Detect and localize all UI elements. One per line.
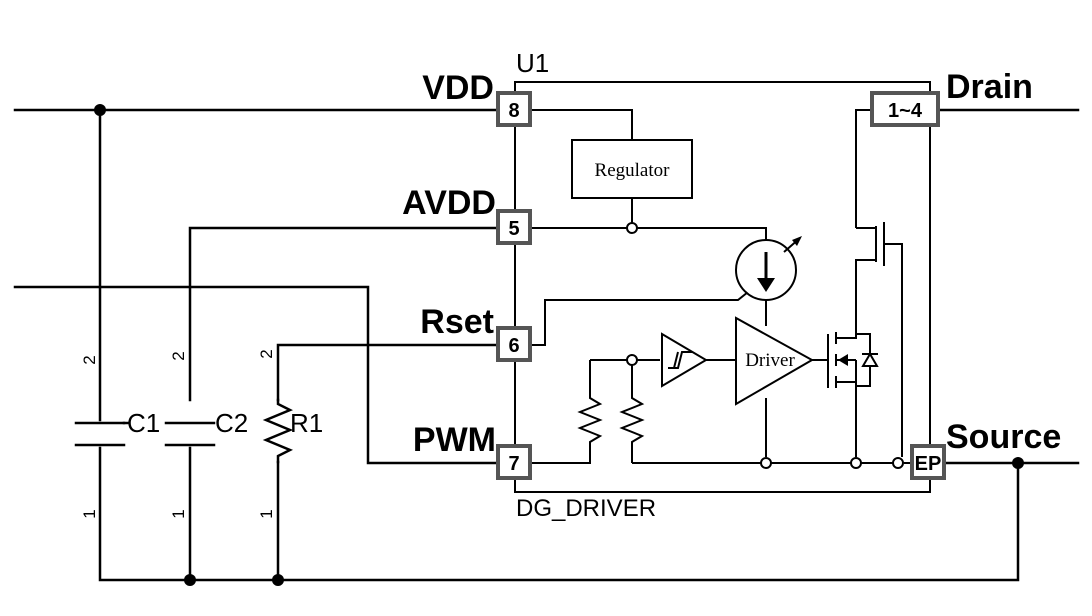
ic-part-label: DG_DRIVER	[516, 495, 656, 522]
pin-number: EP	[915, 453, 942, 475]
c1-pin-bottom: 1	[80, 509, 99, 518]
regulator-block: Regulator	[571, 139, 693, 199]
r1-pin-bottom: 1	[257, 509, 276, 518]
pin-number: 5	[508, 218, 519, 240]
c2-pin-bottom: 1	[169, 509, 188, 518]
net-label-rset: Rset	[420, 303, 494, 341]
c2-pin-top: 2	[169, 351, 188, 360]
ic-internal-wiring	[514, 109, 912, 464]
pin-number: 7	[508, 453, 519, 475]
pin-pwm: 7	[496, 444, 532, 480]
net-label-drain: Drain	[946, 68, 1033, 106]
net-label-vdd: VDD	[422, 69, 494, 107]
junction-dot	[94, 104, 106, 116]
driver-amplifier: Driver	[735, 316, 815, 406]
pin-rset: 6	[496, 326, 532, 362]
resistor-network	[577, 392, 645, 448]
junction-open-dot	[892, 457, 904, 469]
resistor-r1	[262, 398, 294, 464]
junction-dot	[272, 574, 284, 586]
r1-pin-top: 2	[257, 349, 276, 358]
net-label-pwm: PWM	[413, 421, 496, 459]
net-label-avdd: AVDD	[402, 184, 496, 222]
junction-open-dot	[626, 222, 638, 234]
capacitor-c2	[164, 421, 216, 447]
pin-avdd: 5	[496, 209, 532, 245]
schmitt-trigger-icon	[661, 332, 708, 388]
pin-number: 6	[508, 335, 519, 357]
net-label-source: Source	[946, 418, 1061, 456]
junction-dot	[1012, 457, 1024, 469]
junction-open-dot	[760, 457, 772, 469]
pin-number: 1~4	[888, 100, 923, 122]
c1-pin-top: 2	[80, 355, 99, 364]
mosfet-icon	[827, 332, 879, 388]
capacitor-c1	[74, 421, 130, 447]
ic-reference-label: U1	[516, 48, 549, 78]
junction-dot	[184, 574, 196, 586]
current-source-icon	[735, 236, 802, 301]
regulator-label: Regulator	[595, 160, 671, 181]
c1-label: C1	[127, 408, 160, 438]
c2-label: C2	[215, 408, 248, 438]
junction-open-dot	[850, 457, 862, 469]
pin-drain: 1~4	[870, 91, 940, 127]
pin-vdd: 8	[496, 91, 532, 127]
junction-open-dot	[626, 354, 638, 366]
pin-source: EP	[910, 444, 946, 480]
driver-label: Driver	[745, 350, 795, 371]
r1-label: R1	[290, 408, 323, 438]
pin-number: 8	[508, 100, 519, 122]
